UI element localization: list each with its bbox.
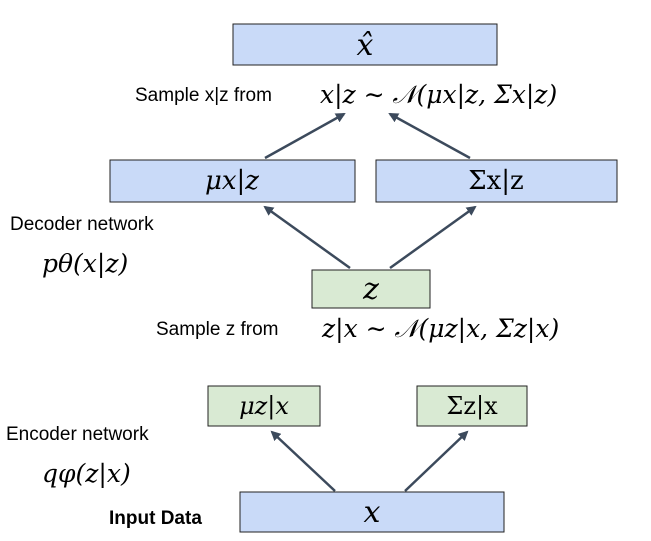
- sigma-z-given-x-label: Σz|x: [446, 392, 498, 421]
- decoder-formula: pθ(x|z): [42, 249, 128, 279]
- arrow-z-to-sigma-x: [389, 205, 477, 270]
- arrows: [263, 112, 477, 492]
- mu-z-given-x-box: [207, 385, 321, 427]
- z-box: [311, 269, 431, 309]
- sample-z-prefix: Sample z from: [156, 319, 278, 340]
- arrow-x-to-mu-z: [270, 430, 336, 492]
- x-hat-label: x̂: [357, 28, 374, 63]
- x-label: x: [364, 495, 381, 530]
- decoder-network-label: Decoder network: [10, 214, 154, 235]
- sigma-z-given-x-box: [416, 385, 528, 427]
- sample-z-formula: z|x ∼ 𝒩(μz|x, Σz|x): [321, 314, 559, 344]
- z-label: z: [362, 272, 379, 307]
- mu-z-given-x-label: μz|x: [239, 392, 289, 421]
- sigma-x-given-z-box: [375, 159, 618, 203]
- arrow-mu-x-to-sample: [264, 112, 346, 160]
- sample-x-formula: x|z ∼ 𝒩(μx|z, Σx|z): [320, 80, 557, 110]
- x-hat-box: [232, 23, 498, 66]
- encoder-network-label: Encoder network: [6, 424, 149, 445]
- arrow-z-to-mu-x: [263, 205, 351, 270]
- sigma-x-given-z-label: Σx|z: [468, 166, 524, 196]
- x-box: [239, 491, 505, 533]
- encoder-formula: qφ(z|x): [42, 459, 131, 489]
- mu-x-given-z-box: [109, 159, 356, 203]
- input-data-label: Input Data: [109, 508, 202, 529]
- mu-x-given-z-label: μx|z: [205, 166, 259, 196]
- sample-x-prefix: Sample x|z from: [135, 85, 272, 106]
- arrow-x-to-sigma-z: [404, 430, 469, 492]
- arrow-sigma-x-to-sample: [388, 112, 471, 160]
